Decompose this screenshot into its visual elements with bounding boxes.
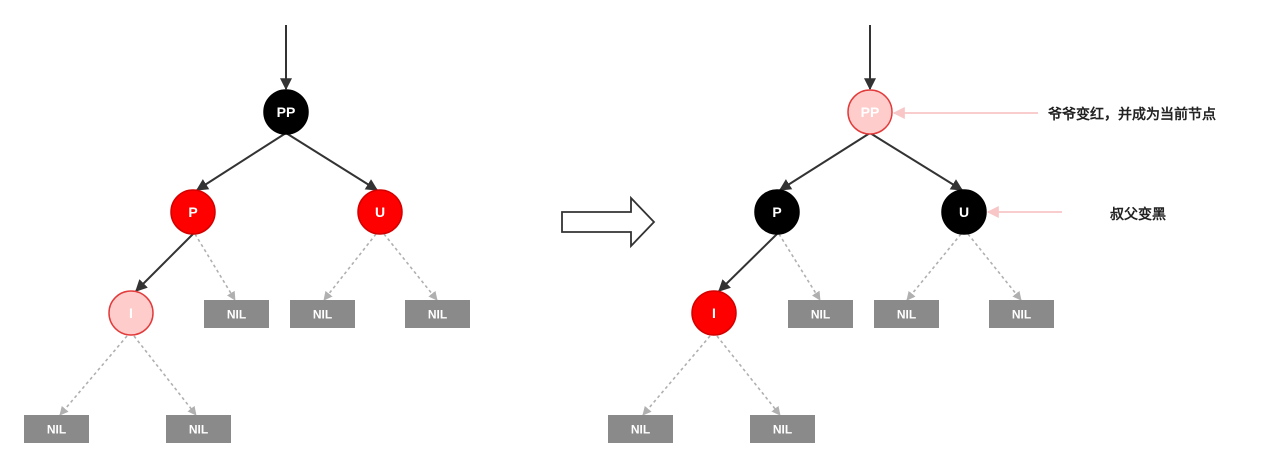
node-u: U — [357, 189, 403, 235]
nil-leaf: NIL — [874, 300, 939, 328]
nil-leaf: NIL — [788, 300, 853, 328]
node-label: P — [188, 204, 197, 220]
edge-p-i — [718, 233, 778, 292]
edge-u-nil-right — [383, 233, 438, 301]
nil-leaf: NIL — [24, 415, 89, 443]
node-label: U — [959, 204, 969, 220]
edge-i-nil-right — [133, 335, 197, 416]
transition-arrow-icon — [561, 195, 656, 249]
nil-label: NIL — [811, 308, 830, 322]
node-label: PP — [277, 104, 296, 120]
nil-leaf: NIL — [204, 300, 269, 328]
node-i: I — [108, 290, 154, 336]
edge-u-nil-left — [906, 233, 962, 301]
annotation-uncle: 叔父变黑 — [1110, 207, 1166, 223]
node-label: I — [129, 305, 133, 321]
edge-p-nil — [778, 233, 821, 301]
edge-i-nil-left — [642, 335, 711, 416]
node-p: P — [754, 189, 800, 235]
edge-pp-p — [195, 132, 287, 191]
node-pp: PP — [263, 89, 309, 135]
node-label: I — [712, 305, 716, 321]
nil-leaf: NIL — [166, 415, 231, 443]
edge-pp-p — [778, 132, 871, 191]
nil-label: NIL — [1012, 308, 1031, 322]
nil-label: NIL — [313, 308, 332, 322]
edge-i-nil-left — [59, 335, 128, 416]
after-tree: PP P U I NIL NIL NIL NIL NIL — [608, 25, 1062, 443]
edge-p-i — [135, 233, 194, 292]
nil-leaf: NIL — [290, 300, 355, 328]
node-label: PP — [861, 104, 880, 120]
nil-label: NIL — [47, 423, 66, 437]
before-tree: PP P U I NIL NIL NIL NIL NIL — [24, 25, 470, 443]
node-label: P — [772, 204, 781, 220]
nil-leaf: NIL — [989, 300, 1054, 328]
edge-u-nil-right — [967, 233, 1022, 301]
edge-pp-u — [869, 132, 964, 191]
nil-leaf: NIL — [608, 415, 673, 443]
node-p: P — [170, 189, 216, 235]
node-pp: PP — [847, 89, 893, 135]
edge-p-nil — [194, 233, 236, 301]
nil-leaf: NIL — [405, 300, 470, 328]
nil-label: NIL — [773, 423, 792, 437]
nil-label: NIL — [631, 423, 650, 437]
node-i: I — [691, 290, 737, 336]
edge-u-nil-left — [323, 233, 377, 301]
annotation-grandparent: 爷爷变红，并成为当前节点 — [1048, 107, 1216, 123]
nil-label: NIL — [227, 308, 246, 322]
edge-pp-u — [285, 132, 379, 191]
nil-label: NIL — [189, 423, 208, 437]
nil-label: NIL — [897, 308, 916, 322]
node-label: U — [375, 204, 385, 220]
nil-leaf: NIL — [750, 415, 815, 443]
node-u: U — [941, 189, 987, 235]
edge-i-nil-right — [716, 335, 781, 416]
nil-label: NIL — [428, 308, 447, 322]
